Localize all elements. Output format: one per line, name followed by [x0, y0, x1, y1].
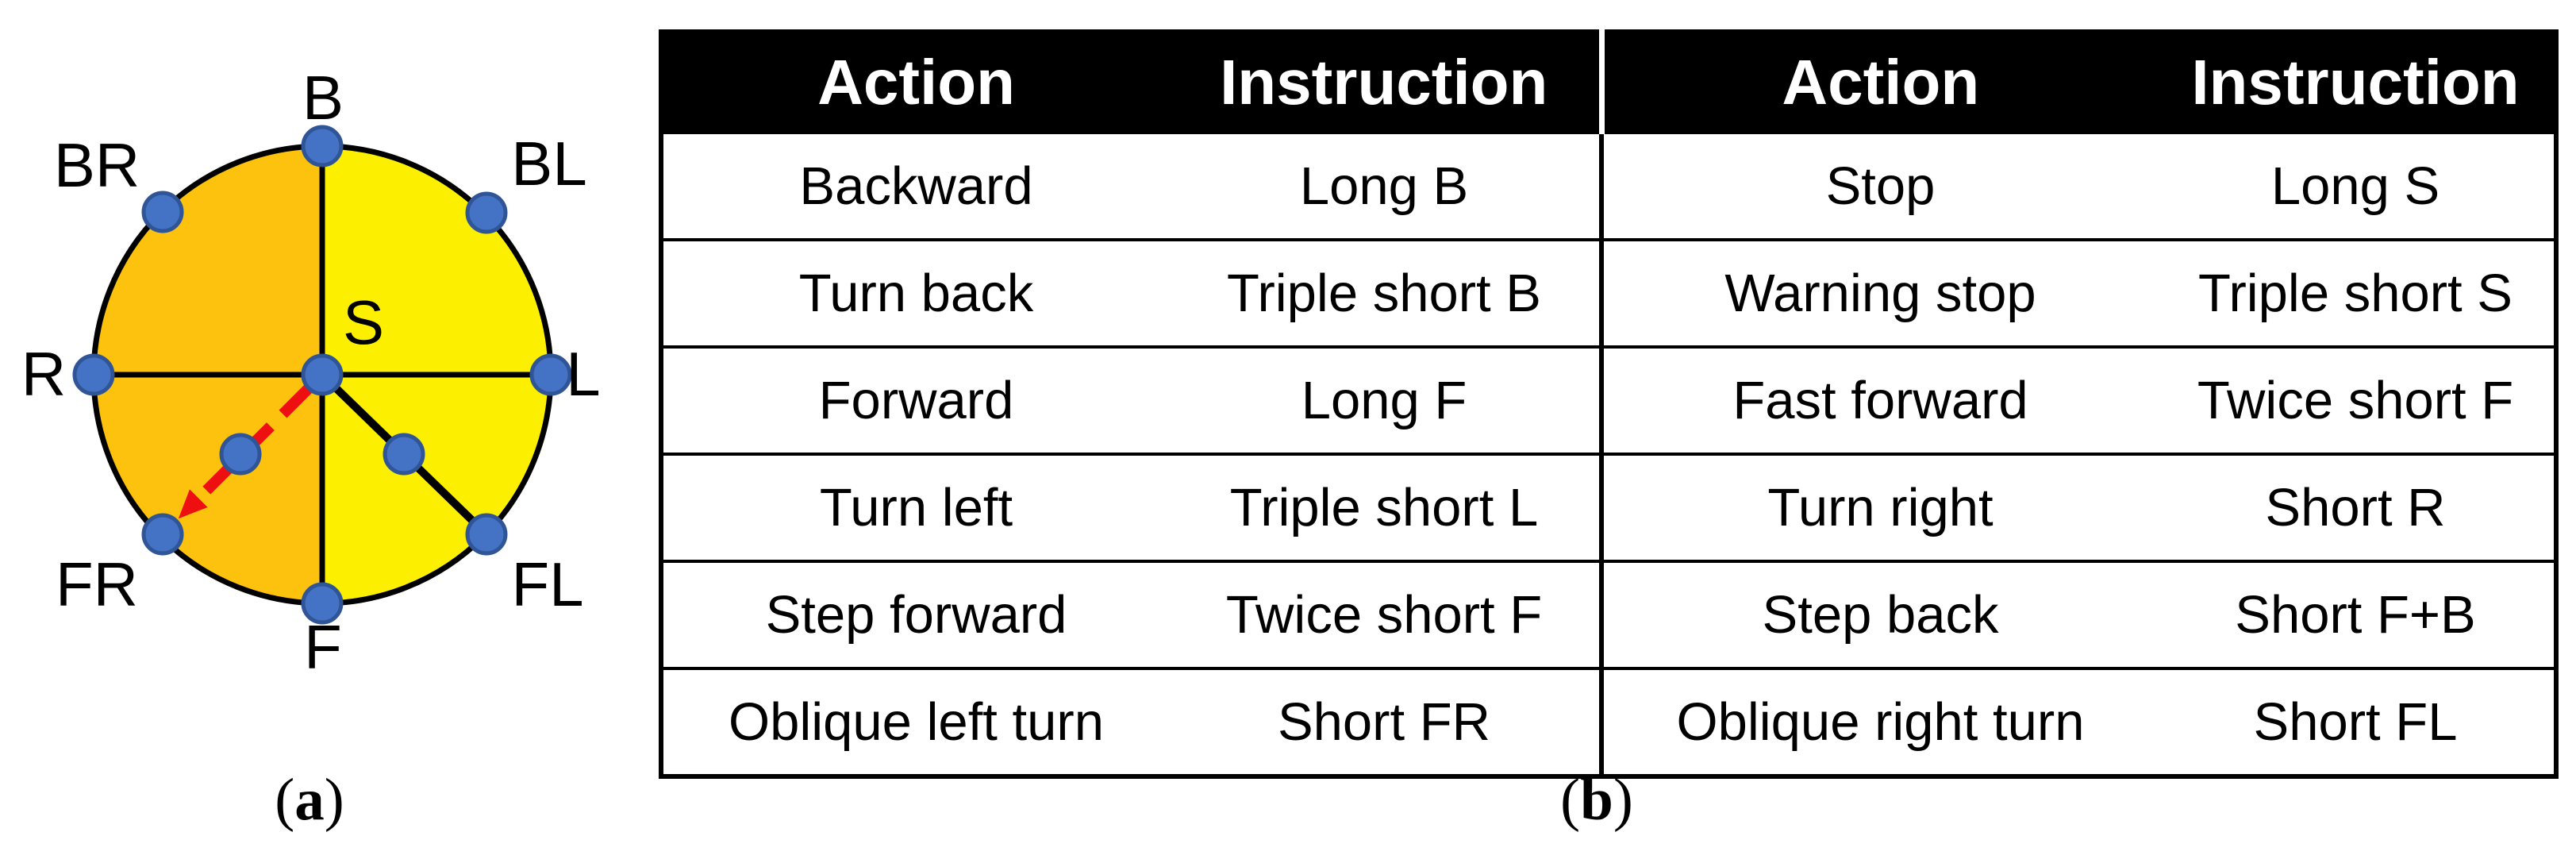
cell-instruction: Twice short F — [2157, 345, 2556, 454]
label-bl: BL — [511, 129, 586, 198]
table-row: Forward Long F Fast forward Twice short … — [661, 345, 2556, 454]
dot-fr — [141, 513, 184, 556]
dot-fl — [465, 513, 508, 556]
cell-action: Step forward — [661, 560, 1169, 668]
cell-action: Backward — [661, 131, 1169, 240]
cell-instruction: Triple short S — [2157, 238, 2556, 347]
table-header-row: Action Instruction Action Instruction — [661, 32, 2556, 133]
header-instruction-left: Instruction — [1169, 32, 1605, 133]
cell-action: Oblique left turn — [661, 667, 1169, 776]
table-row: Backward Long B Stop Long S — [661, 131, 2556, 240]
direction-dots — [72, 125, 572, 625]
caption-b-close: ) — [1613, 767, 1633, 833]
table-row: Turn back Triple short B Warning stop Tr… — [661, 238, 2556, 347]
cell-instruction: Long S — [2157, 131, 2556, 240]
label-f: F — [304, 612, 342, 682]
dot-mid-fr — [219, 433, 262, 476]
caption-a-close: ) — [324, 767, 344, 833]
cell-action: Stop — [1601, 131, 2157, 240]
label-b: B — [302, 63, 344, 133]
caption-a-open: ( — [275, 767, 295, 833]
dot-l — [529, 353, 572, 396]
dot-r — [72, 353, 115, 396]
red-arrowhead — [178, 489, 208, 519]
cell-instruction: Long B — [1169, 131, 1604, 240]
cell-action: Turn right — [1601, 453, 2157, 561]
dot-bl — [465, 191, 508, 234]
cell-instruction: Short F+B — [2157, 560, 2556, 668]
header-action-right: Action — [1601, 32, 2157, 133]
cell-action: Turn back — [661, 238, 1169, 347]
table-row: Turn left Triple short L Turn right Shor… — [661, 453, 2556, 561]
caption-a-letter: a — [294, 767, 325, 833]
instruction-table: Action Instruction Action Instruction Ba… — [659, 29, 2559, 779]
label-fl: FL — [511, 549, 583, 619]
label-br: BR — [54, 130, 140, 200]
dot-mid-fl — [383, 433, 425, 476]
table-row: Step forward Twice short F Step back Sho… — [661, 560, 2556, 668]
cell-action: Forward — [661, 345, 1169, 454]
table-row: Oblique left turn Short FR Oblique right… — [661, 667, 2556, 776]
cell-action: Oblique right turn — [1601, 667, 2157, 776]
caption-a: (a) — [183, 770, 436, 830]
label-r: R — [21, 339, 66, 409]
direction-diagram: B BR BL R S L FR FL F — [21, 63, 601, 682]
cell-instruction: Long F — [1169, 345, 1604, 454]
dot-s — [301, 353, 344, 396]
dot-b — [301, 125, 344, 168]
cell-instruction: Twice short F — [1169, 560, 1604, 668]
caption-b: (b) — [1470, 770, 1724, 830]
cell-instruction: Short R — [2157, 453, 2556, 561]
dot-f — [301, 582, 344, 625]
cell-instruction: Triple short L — [1169, 453, 1604, 561]
header-instruction-right: Instruction — [2157, 32, 2556, 133]
label-fr: FR — [56, 549, 138, 619]
dot-br — [141, 191, 184, 233]
cell-instruction: Short FR — [1169, 667, 1604, 776]
cell-action: Turn left — [661, 453, 1169, 561]
cell-action: Fast forward — [1601, 345, 2157, 454]
caption-b-letter: b — [1580, 767, 1613, 833]
cell-instruction: Triple short B — [1169, 238, 1604, 347]
cell-action: Warning stop — [1601, 238, 2157, 347]
caption-b-open: ( — [1560, 767, 1581, 833]
cell-instruction: Short FL — [2157, 667, 2556, 776]
cell-action: Step back — [1601, 560, 2157, 668]
header-action-left: Action — [661, 32, 1169, 133]
label-s: S — [343, 287, 384, 357]
label-l: L — [566, 339, 600, 409]
